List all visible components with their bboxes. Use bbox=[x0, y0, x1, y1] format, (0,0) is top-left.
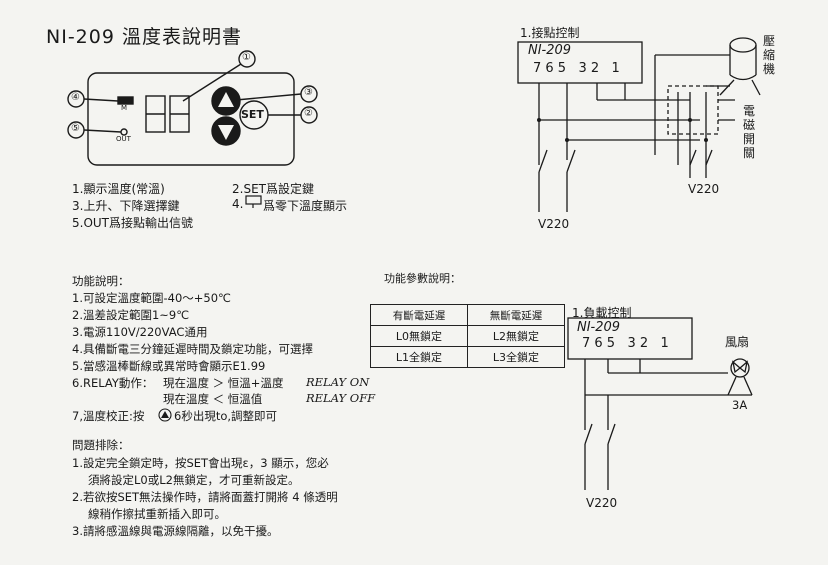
troubleshoot-line-4: 線稍作擦拭重新插入即可。 bbox=[88, 507, 226, 521]
legend-item-1: 1.顯示溫度(常溫) bbox=[72, 182, 165, 196]
m-indicator-label: M bbox=[121, 104, 128, 112]
troubleshoot-line-3: 2.若欲按SET無法操作時，請將面蓋打開將 4 條透明 bbox=[72, 490, 338, 504]
contact-terminals: 7 6 5 3 2 1 bbox=[533, 61, 620, 76]
params-heading: 功能參數說明： bbox=[384, 272, 461, 285]
relay-off-state: RELAY OFF bbox=[306, 391, 376, 405]
params-cell-r1c2: L2無鎖定 bbox=[467, 325, 565, 347]
relay-on-condition: 現在溫度 ＞ 恒溫+溫度 bbox=[163, 376, 284, 390]
relay-label: 電磁開關 bbox=[742, 104, 755, 160]
function-item-2: 2.溫差設定範圍1~9℃ bbox=[72, 308, 190, 322]
contact-controller-box bbox=[517, 41, 643, 84]
down-button[interactable] bbox=[212, 117, 240, 145]
callout-3: ③ bbox=[304, 87, 313, 98]
function-item-5: 5.當感溫棒斷線或異常時會顯示E1.99 bbox=[72, 359, 266, 373]
function-heading: 功能說明： bbox=[72, 274, 130, 288]
legend-item-4: 爲零下溫度顯示 bbox=[263, 199, 348, 213]
legend-item-4-prefix: 4. bbox=[232, 197, 244, 211]
params-cell-r1c1: L0無鎖定 bbox=[370, 325, 468, 347]
params-table: 有斷電延遲 無斷電延遲 L0無鎖定 L2無鎖定 L1全鎖定 L3全鎖定 bbox=[370, 304, 565, 368]
fan-label: 風扇 bbox=[725, 335, 750, 349]
legend-item-3: 3.上升、下降選擇鍵 bbox=[72, 199, 180, 213]
load-diagram-title: 1.負載控制 bbox=[572, 306, 632, 320]
function-item-3: 3.電源110V/220VAC通用 bbox=[72, 325, 208, 339]
function-item-7-prefix: 7,溫度校正:按 bbox=[72, 409, 145, 423]
callout-4: ④ bbox=[71, 92, 80, 103]
troubleshoot-heading: 問題排除： bbox=[72, 438, 130, 452]
set-button[interactable]: SET bbox=[241, 108, 264, 121]
params-header-1: 有斷電延遲 bbox=[370, 304, 468, 326]
out-indicator-label: OUT bbox=[116, 135, 131, 143]
fan-current-label: 3A bbox=[732, 398, 748, 412]
load-model: NI-209 bbox=[577, 320, 621, 335]
callout-1: ① bbox=[242, 52, 251, 63]
callout-2: ② bbox=[304, 108, 313, 119]
legend-item-5: 5.OUT爲接點輸出信號 bbox=[72, 216, 194, 230]
load-supply: V220 bbox=[586, 496, 618, 510]
params-cell-r2c1: L1全鎖定 bbox=[370, 346, 468, 368]
function-item-7: 6秒出現to,調整即可 bbox=[174, 409, 278, 423]
function-item-1: 1.可設定溫度範圍-40～+50℃ bbox=[72, 291, 231, 305]
compressor-label: 壓縮機 bbox=[762, 34, 775, 76]
contact-model: NI-209 bbox=[528, 43, 572, 58]
params-cell-r2c2: L3全鎖定 bbox=[467, 346, 565, 368]
contact-supply-left: V220 bbox=[538, 217, 570, 231]
legend-item-2: 2.SET爲設定鍵 bbox=[232, 182, 314, 196]
controller-panel bbox=[87, 72, 295, 166]
contact-diagram-title: 1.接點控制 bbox=[520, 26, 580, 40]
relay-off-condition: 現在溫度 ＜ 恒溫值 bbox=[163, 392, 263, 406]
contact-supply-right: V220 bbox=[688, 182, 720, 196]
troubleshoot-line-1: 1.設定完全鎖定時，按SET會出現ε，3 顯示，您必 bbox=[72, 456, 329, 470]
relay-prefix: 6.RELAY動作： bbox=[72, 376, 154, 390]
troubleshoot-line-2: 須將設定L0或L2無鎖定，才可重新設定。 bbox=[88, 473, 300, 487]
load-terminals: 7 6 5 3 2 1 bbox=[582, 336, 669, 351]
load-controller-box bbox=[567, 317, 693, 360]
relay-on-state: RELAY ON bbox=[306, 375, 370, 389]
params-header-2: 無斷電延遲 bbox=[467, 304, 565, 326]
function-item-4: 4.具備斷電三分鐘延遲時間及鎖定功能，可選擇 bbox=[72, 342, 313, 356]
up-button[interactable] bbox=[212, 87, 240, 115]
troubleshoot-line-5: 3.請將感溫線與電源線隔離，以免干擾。 bbox=[72, 524, 279, 538]
callout-5: ⑤ bbox=[71, 123, 80, 134]
display-digits: 88 bbox=[150, 90, 203, 134]
document-title: NI-209 溫度表說明書 bbox=[46, 26, 242, 48]
